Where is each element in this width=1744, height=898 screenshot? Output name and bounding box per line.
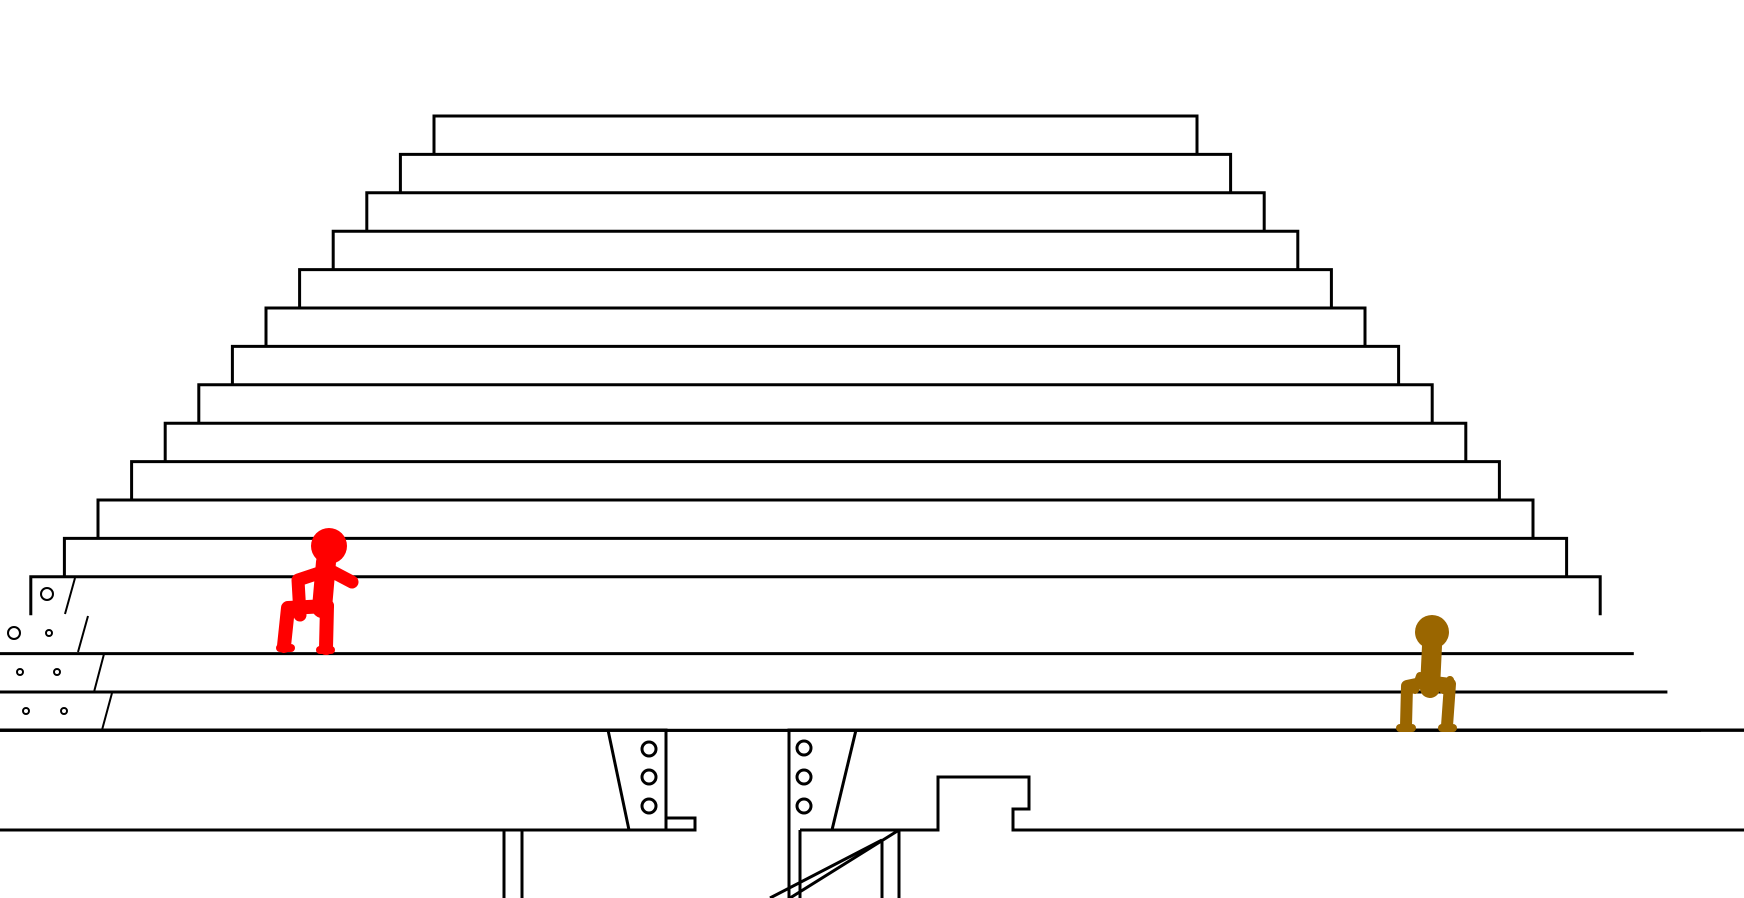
stair-step (398, 152, 1233, 193)
stair-step (29, 575, 1602, 616)
stair-step (264, 306, 1367, 347)
stair-step (298, 268, 1333, 308)
stair-step (163, 421, 1468, 462)
stair-step (62, 536, 1569, 577)
stair-step (197, 383, 1434, 424)
stair-step (230, 344, 1401, 385)
left-step-bolts (7, 577, 113, 731)
stair-step (365, 191, 1266, 232)
stair-step (331, 229, 1300, 270)
stepped-pyramid (0, 114, 1744, 732)
stair-step (432, 114, 1199, 155)
brown-stick-figure[interactable] (1396, 615, 1457, 732)
floor-platform (0, 728, 1744, 898)
red-stick-figure[interactable] (276, 528, 359, 655)
stair-step (96, 498, 1535, 539)
stair-step (130, 460, 1501, 500)
